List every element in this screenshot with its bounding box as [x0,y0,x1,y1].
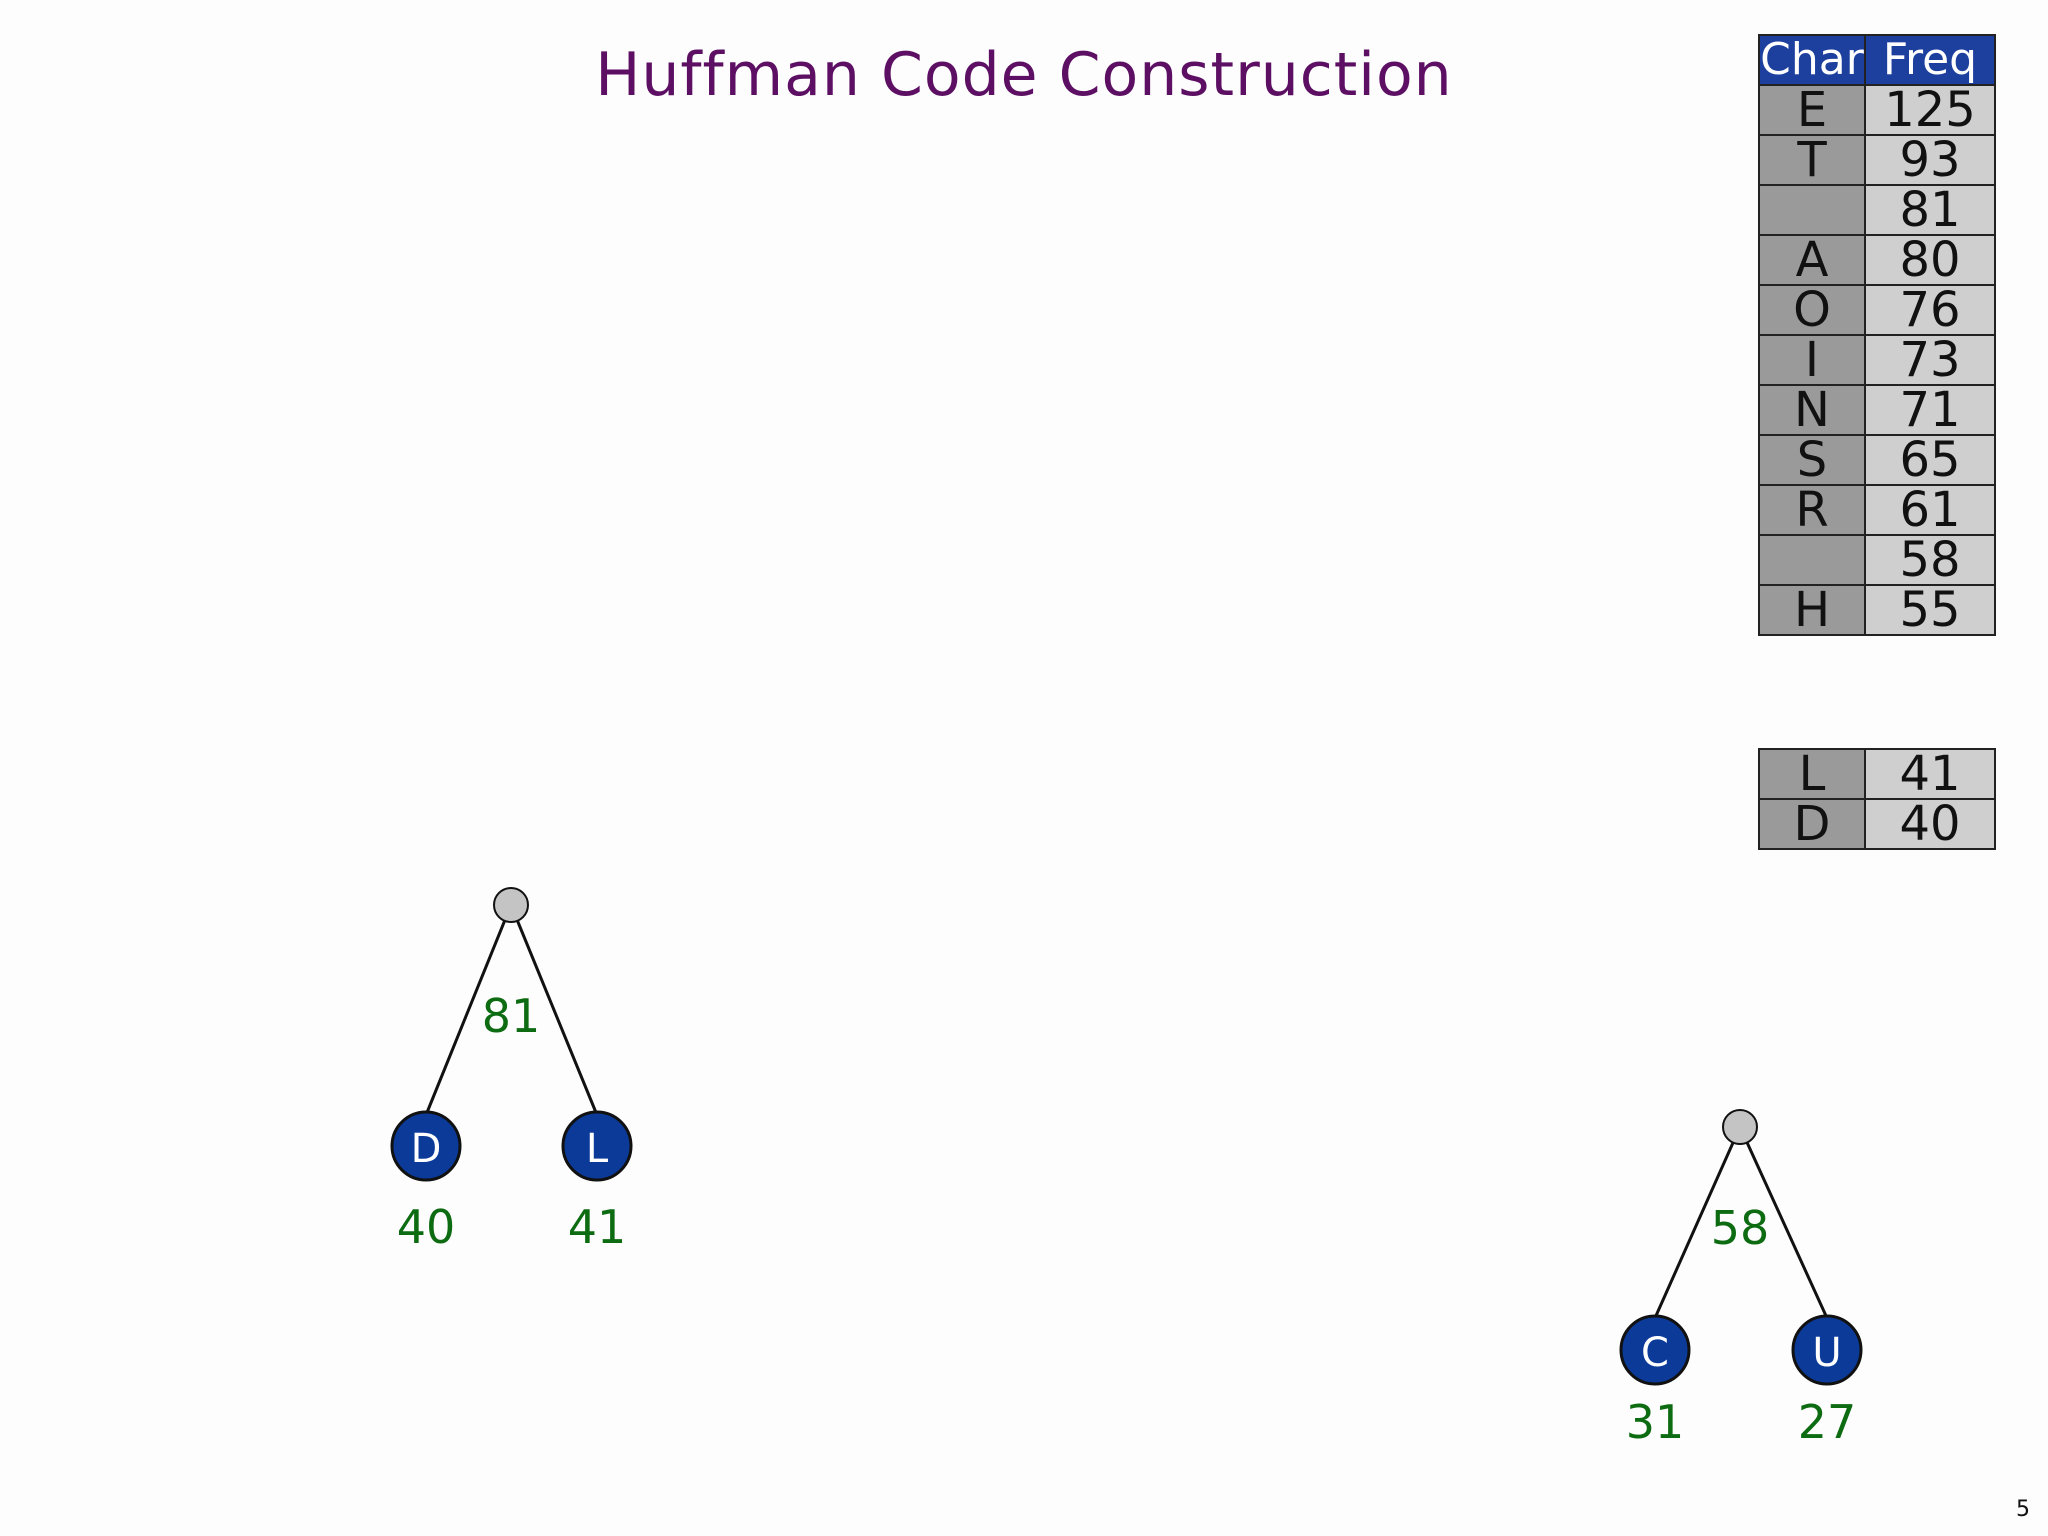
freq-cell: 76 [1864,284,1996,336]
freq-cell: 61 [1864,484,1996,536]
leaf-node [1791,1314,1863,1386]
freq-cell: 58 [1864,534,1996,586]
leaf-node-letter: C [1641,1330,1669,1376]
leaf-node [390,1110,462,1182]
freq-cell: 125 [1864,84,1996,136]
char-cell: R [1758,484,1866,536]
freq-cell: 71 [1864,384,1996,436]
char-cell: A [1758,234,1866,286]
slide-title: Huffman Code Construction [595,40,1453,110]
table-header-row: Char Freq [1758,34,1996,86]
freq-cell: 93 [1864,134,1996,186]
page-number: 5 [2016,1497,2030,1522]
char-cell: N [1758,384,1866,436]
table-row: 58 [1758,534,1996,586]
table-row: 81 [1758,184,1996,236]
freq-cell: 41 [1864,748,1996,800]
tree-58: 58 C U 31 27 [1619,1109,1863,1449]
freq-cell: 40 [1864,798,1996,850]
leaf-weight: 27 [1798,1395,1857,1449]
char-cell: E [1758,84,1866,136]
tree-edge [509,904,599,1116]
tree-edge [424,904,513,1116]
leaf-node [561,1110,633,1182]
internal-node [1722,1109,1758,1145]
char-cell: H [1758,584,1866,636]
leaf-weight: 40 [397,1200,456,1254]
char-cell: D [1758,798,1866,850]
internal-node-weight: 81 [482,989,541,1043]
freq-cell: 65 [1864,434,1996,486]
leaf-weight: 41 [568,1200,627,1254]
tree-81: 81 D L 40 41 [390,887,633,1254]
freq-column-header: Freq [1864,34,1996,86]
leaf-weight: 31 [1626,1395,1685,1449]
tree-edge [1653,1126,1742,1319]
char-cell [1758,534,1866,586]
internal-node [493,887,529,923]
char-cell: L [1758,748,1866,800]
char-cell: I [1758,334,1866,386]
char-cell [1758,184,1866,236]
tree-edge [1738,1126,1829,1319]
freq-cell: 81 [1864,184,1996,236]
freq-cell: 73 [1864,334,1996,386]
char-cell: O [1758,284,1866,336]
leaf-node-letter: U [1812,1330,1841,1376]
leaf-node [1619,1314,1691,1386]
char-cell: S [1758,434,1866,486]
leaf-node-letter: D [411,1126,442,1172]
freq-cell: 55 [1864,584,1996,636]
freq-cell: 80 [1864,234,1996,286]
internal-node-weight: 58 [1711,1201,1770,1255]
char-column-header: Char [1758,34,1866,86]
leaf-node-letter: L [586,1126,609,1172]
char-cell: T [1758,134,1866,186]
